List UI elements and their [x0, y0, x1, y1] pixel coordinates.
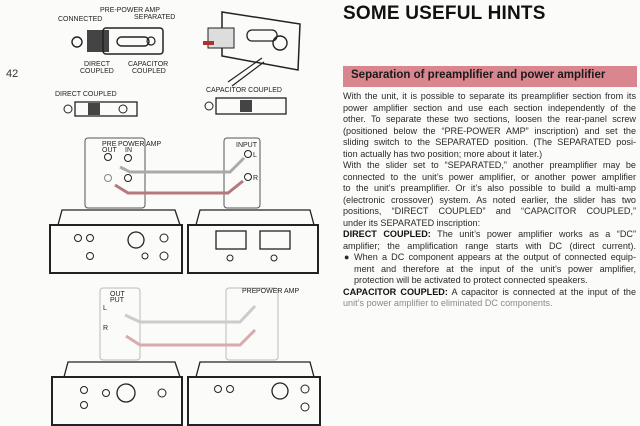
hand-icon	[227, 57, 265, 87]
label-capacitor: CAPACITOR	[128, 61, 168, 68]
label-pre: PRE	[102, 141, 117, 148]
body-line: tion actually has two position; more abo…	[343, 149, 636, 161]
body-line: other. To separate these two sections, l…	[343, 114, 636, 126]
page-title: SOME USEFUL HINTS	[343, 3, 546, 24]
label-coupled: COUPLED	[132, 68, 166, 75]
label-out: OUT	[110, 291, 126, 298]
label-l: L	[103, 305, 107, 312]
line-text: The unit’s power amplifier works as a “D…	[430, 229, 636, 239]
label-pre: PRE	[242, 288, 257, 295]
vu-meter	[215, 230, 247, 250]
label-power-amp: POWER AMP	[118, 141, 162, 148]
illustrations: PRE-POWER AMP CONNECTED SEPARATED DIRECT…	[49, 7, 321, 426]
label-input: INPUT	[236, 142, 258, 149]
screw-icon	[71, 36, 83, 48]
label-separated: SEPARATED	[134, 14, 175, 21]
connection-diagram-2: OUT PUT L R PRE POWER AMP	[51, 287, 321, 426]
power-amplifier	[187, 224, 319, 274]
label-power-amp: POWER AMP	[256, 288, 300, 295]
line-text: connected to the unit’s power amplifier,…	[343, 171, 636, 182]
label-in: IN	[125, 147, 132, 154]
body-line: With the unit, it is possible to separat…	[343, 91, 636, 103]
body-line: to the unit’s preamplifier. Or it’s also…	[343, 183, 636, 195]
direct-coupled-position: DIRECT COUPLED	[55, 91, 138, 117]
body-line: positions, “DIRECT COUPLED” and “CAPACIT…	[343, 206, 636, 218]
integrated-amplifier	[49, 224, 183, 274]
line-text: sliding switch to the SEPARATED position…	[343, 137, 636, 147]
body-line: sliding switch to the SEPARATED position…	[343, 137, 636, 149]
label-direct: DIRECT	[84, 61, 111, 68]
label-direct-coupled: DIRECT COUPLED	[55, 91, 117, 98]
section-heading: Separation of preamplifier and power amp…	[343, 66, 637, 87]
line-text: (electronic crossover) system. As noted …	[343, 194, 636, 205]
bullet-icon: ●	[344, 252, 350, 262]
vu-meter	[259, 230, 291, 250]
preamplifier	[51, 376, 183, 426]
line-text: power amplifier section and use each sec…	[343, 102, 636, 113]
body-line: under its SEPARATED inscription:	[343, 218, 636, 230]
slider-switch-diagram: PRE-POWER AMP CONNECTED SEPARATED DIRECT…	[58, 7, 175, 75]
capacitor-coupled-position: CAPACITOR COUPLED	[204, 87, 287, 115]
label-coupled: COUPLED	[80, 68, 114, 75]
term-label: DIRECT COUPLED:	[343, 229, 431, 239]
body-line: ment and therefore at the input of the u…	[343, 264, 636, 276]
screwdriver-diagram	[203, 11, 301, 87]
label-r: R	[253, 175, 258, 182]
body-line: ● When a DC component appears at the outp…	[343, 252, 636, 264]
line-text: ment and therefore at the input of the u…	[354, 263, 636, 274]
label-capacitor-coupled: CAPACITOR COUPLED	[206, 87, 282, 94]
line-text: A capacitor is connected at the input of…	[447, 286, 636, 297]
body-line: protection will be activated to protect …	[343, 275, 636, 287]
connection-diagram-1: PRE POWER AMP OUT IN INPUT L R	[49, 137, 319, 274]
body-line: (positioned below the “PRE-POWER AMP” in…	[343, 126, 636, 138]
term-label: CAPACITOR COUPLED:	[343, 286, 448, 297]
body-line: connected to the unit’s power amplifier,…	[343, 172, 636, 184]
body-line: DIRECT COUPLED: The unit’s power amplifi…	[343, 229, 636, 241]
label-l: L	[253, 152, 257, 159]
body-line: amplifier; the amplification range start…	[343, 241, 636, 253]
label-out: OUT	[102, 147, 118, 154]
label-put: PUT	[110, 297, 125, 304]
line-text: protection will be activated to protect …	[354, 275, 588, 285]
page-number: 42	[6, 68, 19, 80]
line-text: When a DC component appears at the outpu…	[354, 252, 636, 262]
line-text: under its SEPARATED inscription:	[343, 217, 481, 228]
line-text: tion actually has two position; more abo…	[343, 148, 543, 159]
body-line: power amplifier section and use each sec…	[343, 103, 636, 115]
integrated-amplifier	[187, 376, 321, 426]
screw-icon	[146, 36, 156, 46]
body-line: CAPACITOR COUPLED: A capacitor is connec…	[343, 287, 636, 299]
body-line: With the slider set to “SEPARATED,” anot…	[343, 160, 636, 172]
body-line: (electronic crossover) system. As noted …	[343, 195, 636, 207]
label-connected: CONNECTED	[58, 16, 102, 23]
label-r: R	[103, 325, 108, 332]
body-text: With the unit, it is possible to separat…	[343, 91, 636, 310]
screw-icon	[272, 35, 288, 51]
line-text: to the unit’s preamplifier. Or it’s also…	[343, 183, 636, 193]
line-text: With the slider set to “SEPARATED,” anot…	[343, 160, 636, 170]
line-text: (positioned below the “PRE-POWER AMP” in…	[343, 125, 636, 136]
line-text: other. To separate these two sections, l…	[343, 114, 636, 124]
slider-knob	[87, 30, 109, 52]
line-text: With the unit, it is possible to separat…	[343, 91, 636, 101]
label-pre-power-amp: PRE-POWER AMP	[100, 7, 160, 14]
line-text: unit’s power amplifier to eliminated DC …	[343, 298, 553, 308]
line-text: amplifier; the amplification range start…	[343, 240, 636, 251]
line-text: positions, “DIRECT COUPLED” and “CAPACIT…	[343, 206, 636, 216]
body-line: unit’s power amplifier to eliminated DC …	[343, 298, 636, 310]
